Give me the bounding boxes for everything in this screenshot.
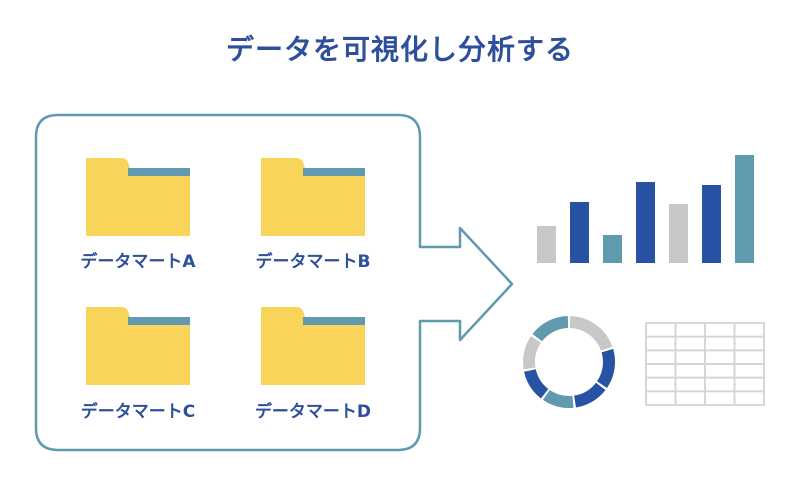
- donut-slice: [596, 348, 615, 389]
- folder-icon: [261, 158, 365, 236]
- folder-label-b: データマートB: [255, 252, 371, 272]
- donut-slice: [573, 382, 606, 408]
- folder-label-c: データマートC: [80, 402, 196, 422]
- bar: [735, 155, 754, 263]
- bar: [702, 185, 721, 263]
- folder-label-d: データマートD: [254, 402, 372, 422]
- donut-slice: [524, 368, 549, 399]
- page-title: データを可視化し分析する: [225, 33, 574, 66]
- donut-slice: [523, 335, 542, 370]
- bar: [603, 235, 622, 263]
- donut-slice: [532, 316, 569, 342]
- folder-label-a: データマートA: [80, 252, 196, 272]
- data-mart-panel-arrow: [34, 113, 514, 452]
- table-grid-icon: [645, 322, 765, 406]
- bar: [570, 202, 589, 263]
- donut-slice: [542, 389, 574, 408]
- bar: [669, 204, 688, 263]
- bar-chart: [537, 155, 754, 263]
- bar: [636, 182, 655, 263]
- bar: [537, 226, 556, 263]
- donut-chart: [523, 316, 615, 408]
- donut-slice: [569, 316, 613, 351]
- folder-icon: [261, 307, 365, 385]
- folder-icon: [86, 307, 190, 385]
- folder-icon: [86, 158, 190, 236]
